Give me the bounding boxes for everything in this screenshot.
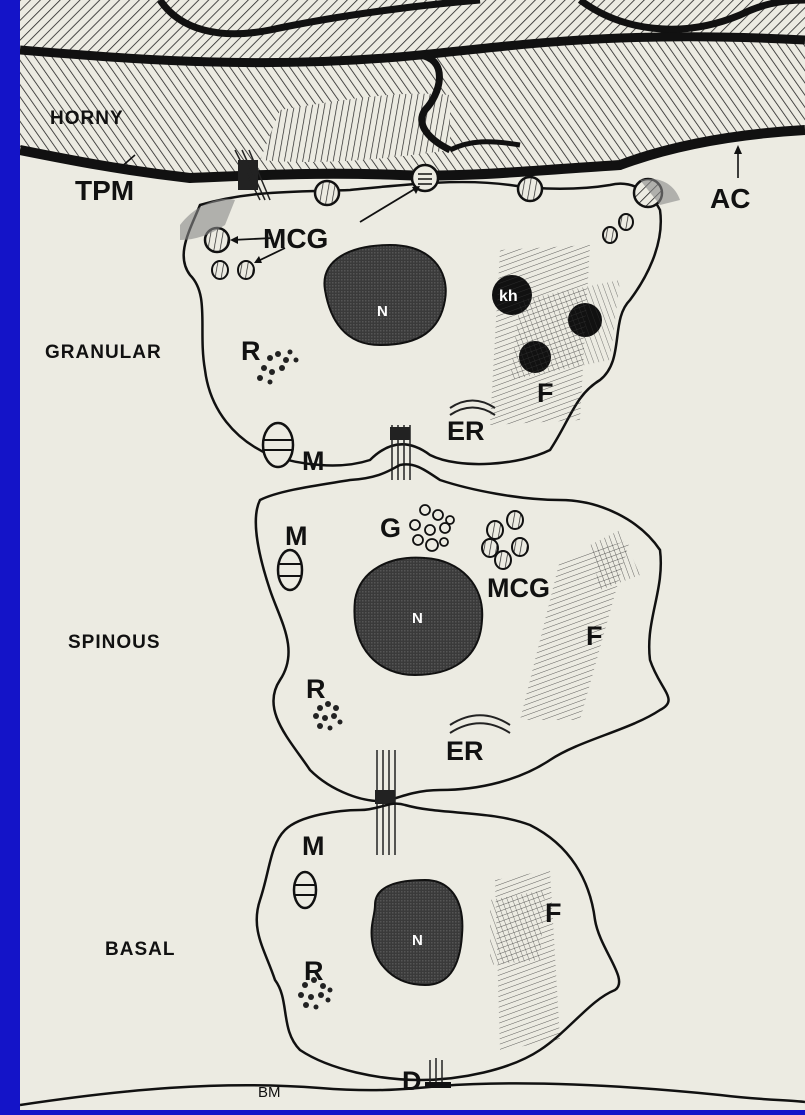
r-label-spinous: R — [306, 674, 326, 704]
f-label-basal: F — [545, 898, 562, 928]
f-label-spinous: F — [586, 621, 603, 651]
m-label-granular: M — [302, 446, 325, 476]
g-label: G — [380, 513, 401, 543]
kh-label: kh — [499, 288, 518, 305]
f-label-granular: F — [537, 378, 554, 408]
mcg-label-granular: MCG — [263, 223, 328, 254]
mcg-label-spinous: MCG — [487, 573, 550, 603]
tpm-label: TPM — [75, 175, 134, 206]
horny-label: HORNY — [50, 108, 124, 129]
m-label-spinous: M — [285, 521, 308, 551]
basal-label: BASAL — [105, 939, 175, 960]
bm-label: BM — [258, 1084, 281, 1101]
basal-nucleus-label: N — [412, 932, 423, 949]
granular-label: GRANULAR — [45, 342, 162, 363]
er-label-granular: ER — [447, 416, 485, 446]
r-label-basal: R — [304, 956, 324, 986]
er-label-spinous: ER — [446, 736, 484, 766]
granular-nucleus-label: N — [377, 303, 388, 320]
r-label-granular: R — [241, 336, 261, 366]
spinous-label: SPINOUS — [68, 632, 161, 653]
spinous-nucleus-label: N — [412, 610, 423, 627]
m-label-basal: M — [302, 831, 325, 861]
diagram-slide: HORNY TPM AC MCG GRANULAR N kh R F ER M … — [20, 0, 805, 1110]
ac-label: AC — [710, 183, 750, 214]
d-label: D — [402, 1066, 422, 1096]
epidermis-diagram: HORNY TPM AC MCG GRANULAR N kh R F ER M … — [20, 0, 805, 1110]
